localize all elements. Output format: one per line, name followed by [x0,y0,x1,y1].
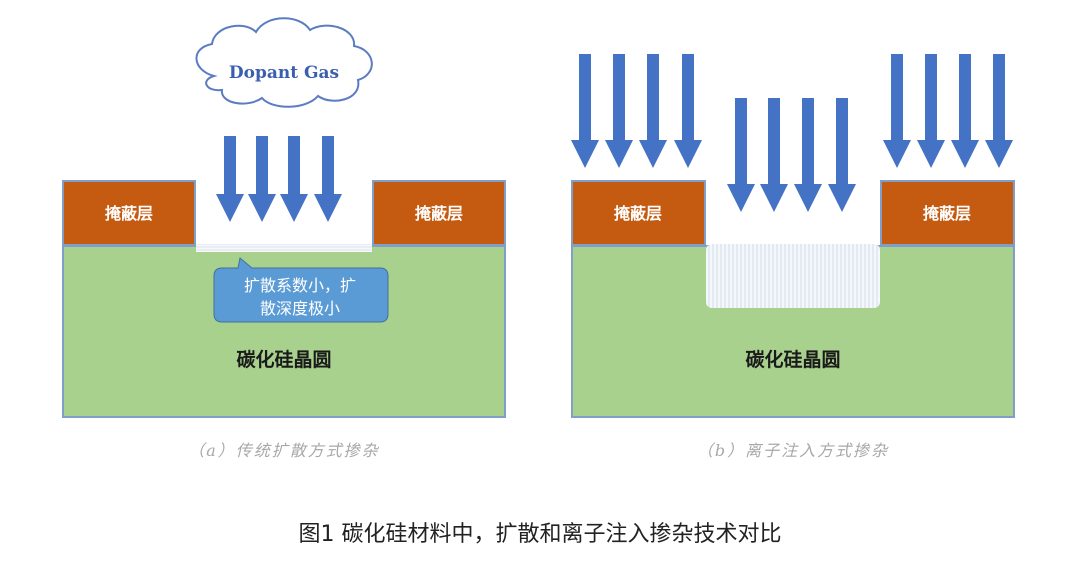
implant-arrow [794,98,822,212]
implant-arrow [727,98,755,212]
shallow-diffusion-layer [196,244,372,252]
implant-arrow [985,54,1013,168]
diffusion-arrow [216,136,244,222]
implant-arrows-center [727,98,856,212]
dopant-gas-cloud: Dopant Gas [195,17,373,108]
implant-arrow [883,54,911,168]
figure-caption: 图1 碳化硅材料中，扩散和离子注入掺杂技术对比 [298,522,782,547]
panel-b-caption: （b）离子注入方式掺杂 [697,441,889,460]
implant-arrow [571,54,599,168]
mask-b-left [571,180,706,246]
implant-arrow [639,54,667,168]
implant-arrow [760,98,788,212]
diffusion-callout: 扩散系数小，扩 散深度极小 [213,257,389,323]
mask-b-left-label: 掩蔽层 [614,204,662,223]
implant-arrow [674,54,702,168]
implant-arrow [951,54,979,168]
diffusion-arrows [216,136,342,222]
mask-a-right [372,180,506,246]
callout-line-1: 扩散系数小，扩 [244,276,356,295]
implant-arrow [917,54,945,168]
diffusion-arrow [280,136,308,222]
mask-a-left-label: 掩蔽层 [105,204,153,223]
implant-arrow [828,98,856,212]
implant-arrows-right [883,54,1013,168]
mask-b-right-label: 掩蔽层 [923,204,971,223]
panel-b: 掩蔽层 掩蔽层 碳化硅晶圆 （b）离子注入方式掺杂 [571,54,1015,460]
mask-b-right [880,180,1015,246]
callout-line-2: 散深度极小 [260,299,340,318]
dopant-gas-label: Dopant Gas [229,63,339,83]
implanted-region [706,244,880,308]
wafer-b-label: 碳化硅晶圆 [745,348,840,371]
mask-a-right-label: 掩蔽层 [415,204,463,223]
panel-a-caption: （a）传统扩散方式掺杂 [188,441,380,460]
mask-a-left [62,180,196,246]
implant-arrows-left [571,54,702,168]
wafer-a-label: 碳化硅晶圆 [236,348,331,371]
panel-a: 掩蔽层 掩蔽层 Dopant Gas 扩散系数小，扩 散深度极小 碳化硅晶圆 （… [62,17,506,460]
diffusion-arrow [314,136,342,222]
implant-arrow [605,54,633,168]
diffusion-arrow [248,136,276,222]
